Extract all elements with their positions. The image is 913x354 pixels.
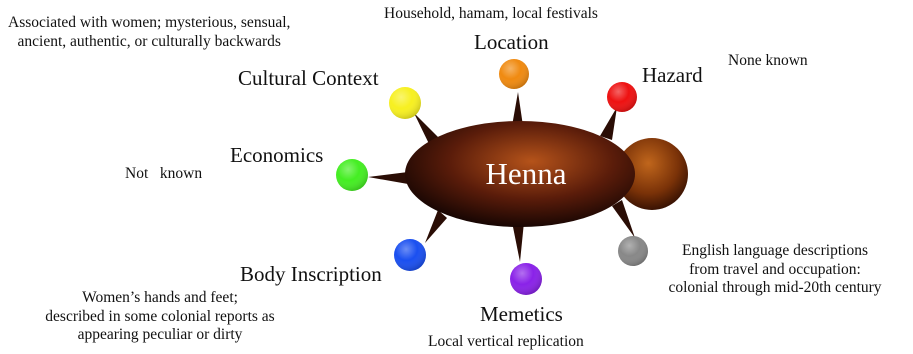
cultural-context-label: Cultural Context bbox=[238, 66, 379, 90]
location-label: Location bbox=[474, 30, 549, 54]
english-description-line: colonial through mid-20th century bbox=[668, 279, 882, 297]
cultural-context-description-line: ancient, authentic, or culturally backwa… bbox=[17, 32, 281, 50]
memetics-node bbox=[510, 263, 542, 295]
location-description: Household, hamam, local festivals bbox=[384, 5, 598, 24]
body-inscription-label: Body Inscription bbox=[240, 262, 382, 286]
english-description: English language descriptions from trave… bbox=[643, 242, 907, 298]
henna-body bbox=[405, 121, 688, 227]
economics-label: Economics bbox=[230, 143, 324, 167]
stalk-economics bbox=[368, 172, 408, 184]
henna-main-ellipse bbox=[405, 121, 635, 227]
english-description-line: from travel and occupation: bbox=[689, 260, 861, 278]
economics-ball-shade bbox=[336, 159, 368, 191]
body-inscription-description: Women’s hands and feet; described in som… bbox=[10, 289, 310, 345]
stalk-body-inscription bbox=[425, 210, 447, 243]
memetics-label: Memetics bbox=[480, 302, 563, 326]
stalk-english bbox=[612, 200, 635, 238]
henna-head bbox=[616, 138, 688, 210]
memetics-ball-shade bbox=[510, 263, 542, 295]
hazard-ball-shade bbox=[607, 82, 637, 112]
stalk-memetics bbox=[512, 222, 524, 262]
cultural-context-description-line: Associated with women; mysterious, sensu… bbox=[8, 14, 291, 31]
english-node bbox=[618, 236, 648, 266]
english-ball-shade bbox=[618, 236, 648, 266]
body-inscription-description-line: described in some colonial reports as bbox=[45, 307, 275, 325]
center-label: Henna bbox=[486, 156, 567, 191]
stalk-hazard bbox=[600, 107, 617, 140]
body-inscription-description-line: Women’s hands and feet; bbox=[82, 289, 238, 306]
cultural-context-node bbox=[389, 87, 421, 119]
hazard-node bbox=[607, 82, 637, 112]
body-inscription-description-line: appearing peculiar or dirty bbox=[77, 326, 243, 344]
body-inscription-node bbox=[394, 239, 426, 271]
cultural-context-description: Associated with women; mysterious, sensu… bbox=[8, 14, 290, 51]
english-description-line: English language descriptions bbox=[682, 242, 868, 259]
memetics-description-line: Local vertical replication bbox=[428, 333, 584, 350]
memetics-description: Local vertical replication bbox=[428, 333, 584, 352]
cultural-context-ball-shade bbox=[389, 87, 421, 119]
location-ball-shade bbox=[499, 59, 529, 89]
hazard-description-line: None known bbox=[728, 52, 808, 69]
economics-node bbox=[336, 159, 368, 191]
economics-description-line: Not known bbox=[125, 165, 203, 182]
economics-description: Not known bbox=[125, 165, 202, 184]
body-inscription-ball-shade bbox=[394, 239, 426, 271]
stalk-location bbox=[512, 92, 523, 126]
hazard-label: Hazard bbox=[642, 63, 703, 87]
location-node bbox=[499, 59, 529, 89]
hazard-description: None known bbox=[728, 52, 808, 71]
node-balls bbox=[336, 59, 648, 295]
location-description-line: Household, hamam, local festivals bbox=[384, 5, 598, 22]
